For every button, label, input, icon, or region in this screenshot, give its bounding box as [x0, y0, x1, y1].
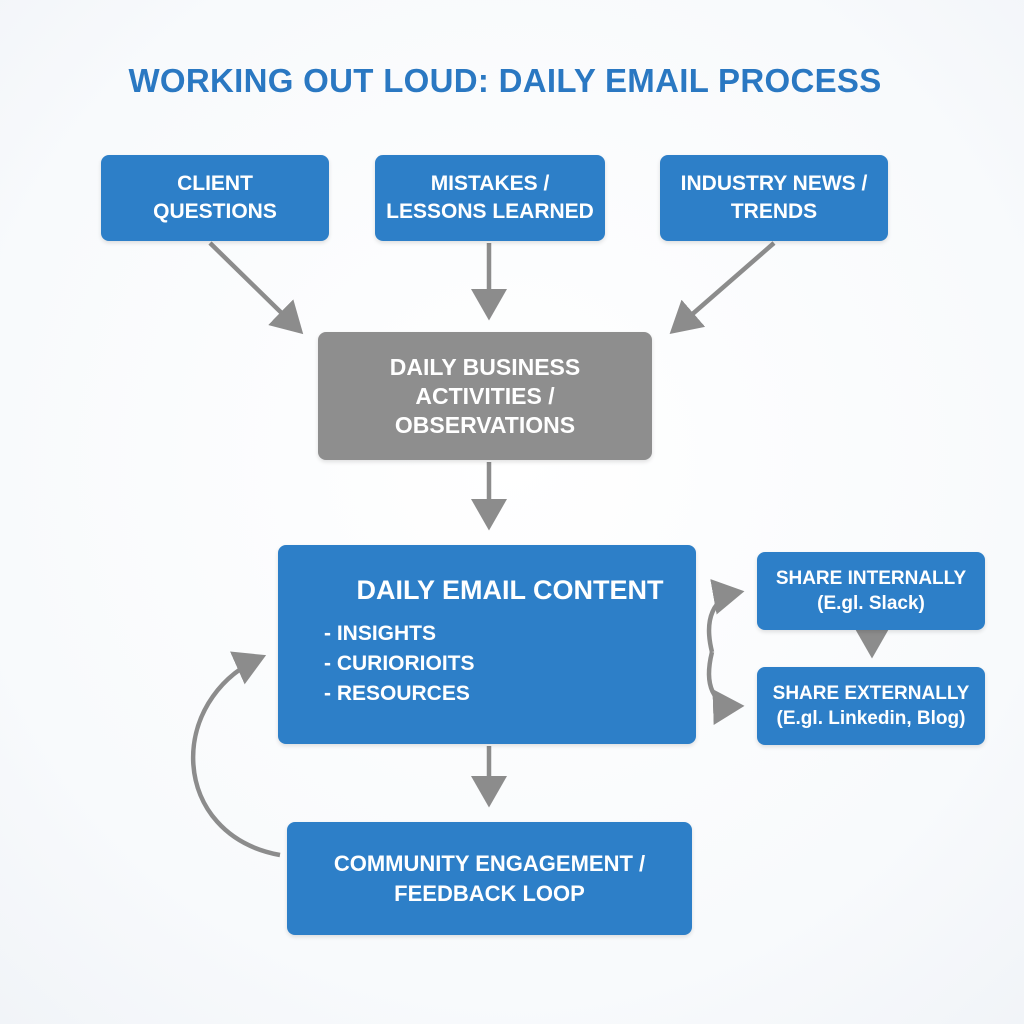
- node-industry-news: INDUSTRY NEWS / TRENDS: [660, 155, 888, 241]
- node-daily-business-line-3: OBSERVATIONS: [394, 411, 576, 438]
- email-content-item-resources: - RESOURCES: [324, 682, 470, 705]
- node-daily-email-content: DAILY EMAIL CONTENT - INSIGHTS - CURIORI…: [278, 545, 696, 744]
- node-industry-news-line-2: TRENDS: [730, 200, 818, 223]
- node-daily-email-title: DAILY EMAIL CONTENT: [356, 575, 664, 605]
- arrow-industry-to-daily: [669, 241, 776, 334]
- node-client-questions: CLIENT QUESTIONS: [101, 155, 329, 241]
- node-daily-business-line-1: DAILY BUSINESS: [389, 353, 581, 380]
- node-daily-business-line-2: ACTIVITIES /: [415, 382, 555, 409]
- arrow-email-to-internal: [706, 579, 745, 653]
- node-share-externally: SHARE EXTERNALLY (E.gl. Linkedin, Blog): [757, 667, 985, 745]
- email-content-item-curiosities: - CURIORIOITS: [324, 652, 475, 675]
- node-community-engagement: COMMUNITY ENGAGEMENT / FEEDBACK LOOP: [287, 822, 692, 935]
- node-industry-news-line-1: INDUSTRY NEWS /: [680, 172, 868, 195]
- arrow-email-to-external: [706, 651, 745, 725]
- node-share-externally-line-2: (E.gl. Linkedin, Blog): [776, 708, 966, 729]
- node-client-questions-line-2: QUESTIONS: [153, 200, 277, 223]
- node-client-questions-line-1: CLIENT: [177, 172, 253, 195]
- email-content-item-insights: - INSIGHTS: [324, 622, 437, 645]
- node-share-internally: SHARE INTERNALLY (E.gl. Slack): [757, 552, 985, 630]
- node-community-engagement-line-1: COMMUNITY ENGAGEMENT /: [333, 850, 646, 876]
- node-mistakes-lessons-line-2: LESSONS LEARNED: [386, 200, 594, 223]
- node-share-externally-line-1: SHARE EXTERNALLY: [772, 683, 970, 704]
- diagram-title: WORKING OUT LOUD: DAILY EMAIL PROCESS: [128, 62, 882, 99]
- node-mistakes-lessons: MISTAKES / LESSONS LEARNED: [375, 155, 605, 241]
- node-mistakes-lessons-line-1: MISTAKES /: [430, 172, 550, 195]
- node-community-engagement-line-2: FEEDBACK LOOP: [394, 880, 585, 906]
- arrow-client-to-daily: [208, 241, 304, 335]
- node-share-internally-line-2: (E.gl. Slack): [817, 593, 925, 614]
- node-share-internally-line-1: SHARE INTERNALLY: [775, 568, 967, 589]
- arrow-feedback-loop: [190, 651, 281, 858]
- node-daily-business-activities: DAILY BUSINESS ACTIVITIES / OBSERVATIONS: [318, 332, 652, 460]
